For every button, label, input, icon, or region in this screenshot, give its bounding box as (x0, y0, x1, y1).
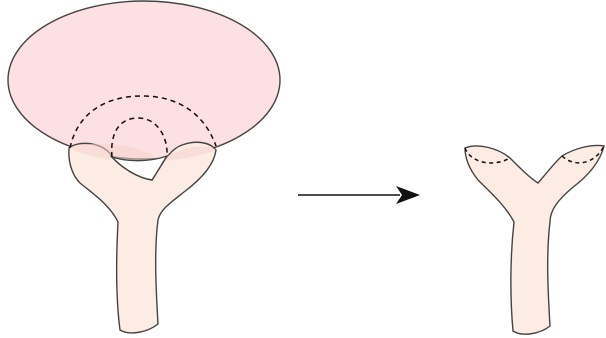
map-arrow (298, 186, 420, 204)
right-pants-shape (465, 145, 604, 334)
left-figure (8, 1, 280, 333)
disk-ellipse (8, 1, 280, 159)
right-figure (465, 145, 604, 334)
